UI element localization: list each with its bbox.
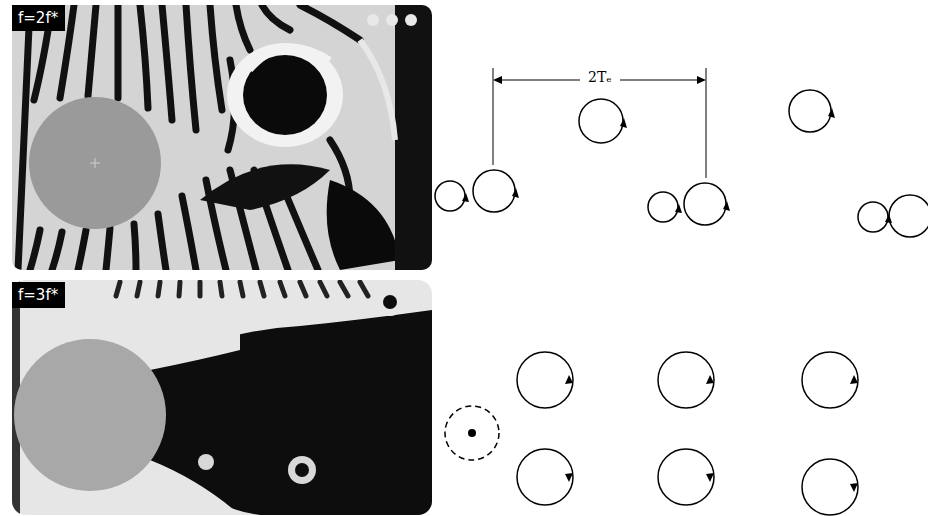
frequency-label: f=2f* [18, 9, 58, 27]
rotation-arrowheads [462, 76, 892, 223]
dimension-label: 2Tₑ [585, 69, 615, 85]
frequency-tag: f=3f* [12, 282, 65, 308]
frequency-label: f=3f* [18, 286, 58, 304]
wake-photo-bottom [12, 280, 432, 515]
frequency-tag: f=2f* [12, 5, 65, 31]
rotation-arrowheads-bottom [468, 375, 858, 492]
vortex-schematic-bottom [445, 352, 858, 515]
vortex-schematic-top [435, 68, 928, 237]
wake-photo-top [12, 5, 432, 270]
